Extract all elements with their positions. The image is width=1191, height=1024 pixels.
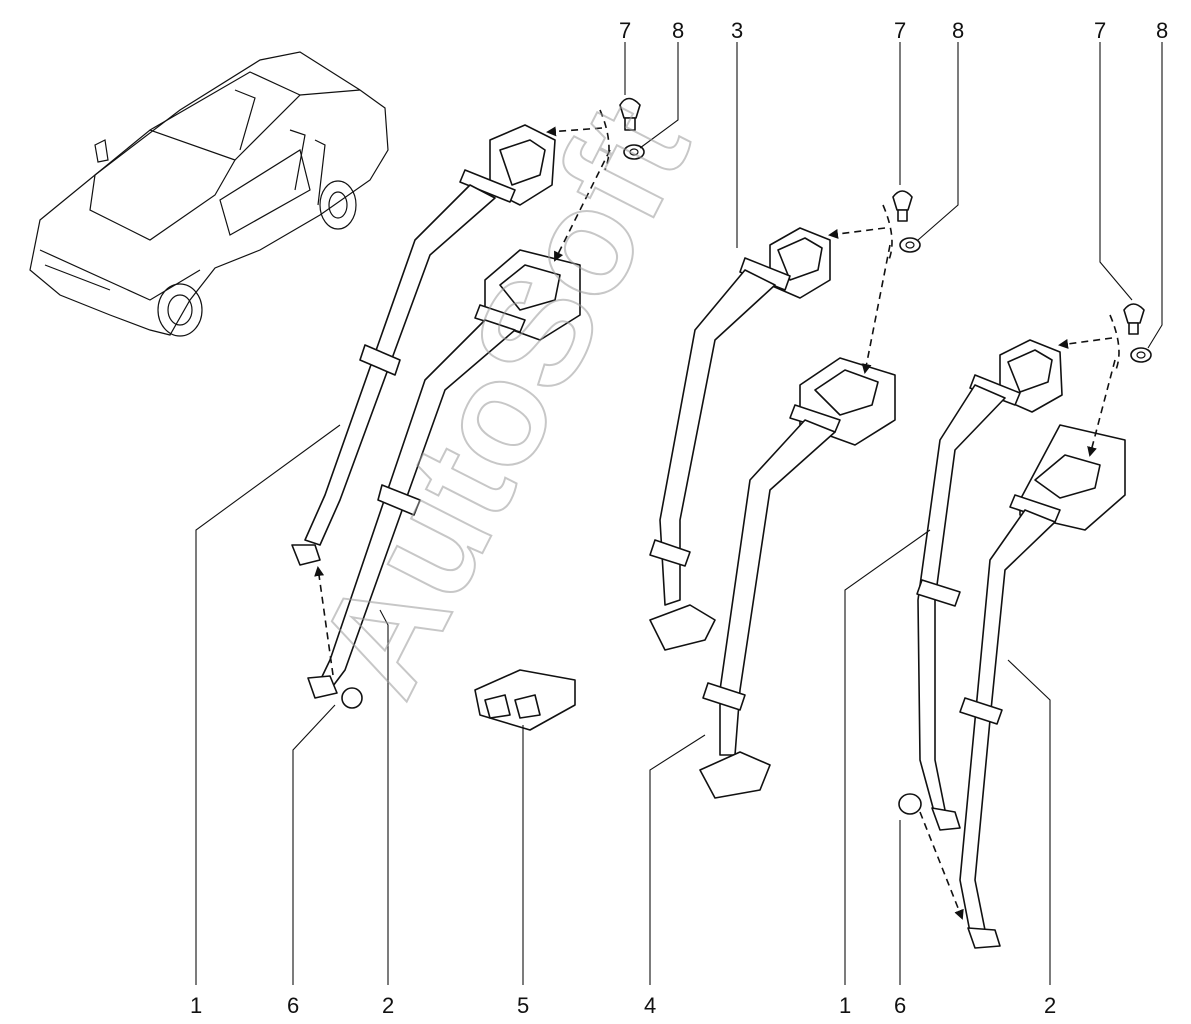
callout-7-c: 7 — [1094, 18, 1106, 43]
cap-6-right — [898, 793, 922, 815]
hardware-group-a — [546, 97, 645, 262]
leader-lines — [195, 42, 1163, 985]
callout-2-right: 2 — [1044, 993, 1056, 1018]
belt-assembly-right — [898, 339, 1126, 949]
retractor-upper-middle — [739, 227, 831, 299]
callout-7-b: 7 — [894, 18, 906, 43]
callout-4: 4 — [644, 993, 656, 1018]
callout-labels: 1 6 2 5 4 1 6 2 7 8 3 7 8 7 8 — [190, 18, 1168, 1018]
retractor-lower-right — [1009, 424, 1126, 531]
callout-7-a: 7 — [619, 18, 631, 43]
belt-guide-2-left — [377, 484, 421, 516]
callout-8-b: 8 — [952, 18, 964, 43]
callout-6-left: 6 — [287, 993, 299, 1018]
callout-8-a: 8 — [672, 18, 684, 43]
callout-2-left: 2 — [382, 993, 394, 1018]
belt-webbing-2-right — [959, 509, 1056, 933]
buckle-5 — [474, 669, 576, 731]
retractor-upper-right — [969, 339, 1063, 413]
retractor-upper-left — [459, 124, 556, 206]
retractor-lower-left — [474, 249, 581, 341]
callout-6-right: 6 — [894, 993, 906, 1018]
cap-6-left — [341, 687, 363, 709]
callout-1-left: 1 — [190, 993, 202, 1018]
callout-5: 5 — [517, 993, 529, 1018]
vehicle-location-illustration — [29, 51, 389, 337]
retractor-lower-middle — [789, 357, 896, 446]
hardware-group-c — [1058, 303, 1152, 457]
belt-assembly-middle — [649, 227, 896, 799]
callout-8-c: 8 — [1156, 18, 1168, 43]
callout-1-right: 1 — [839, 993, 851, 1018]
callout-3: 3 — [731, 18, 743, 43]
belt-assembly-left — [291, 124, 581, 709]
belt-webbing-3 — [659, 269, 776, 606]
belt-webbing-1-left — [304, 184, 496, 546]
belt-guide-1-left — [359, 344, 401, 376]
hardware-group-b — [828, 190, 921, 374]
